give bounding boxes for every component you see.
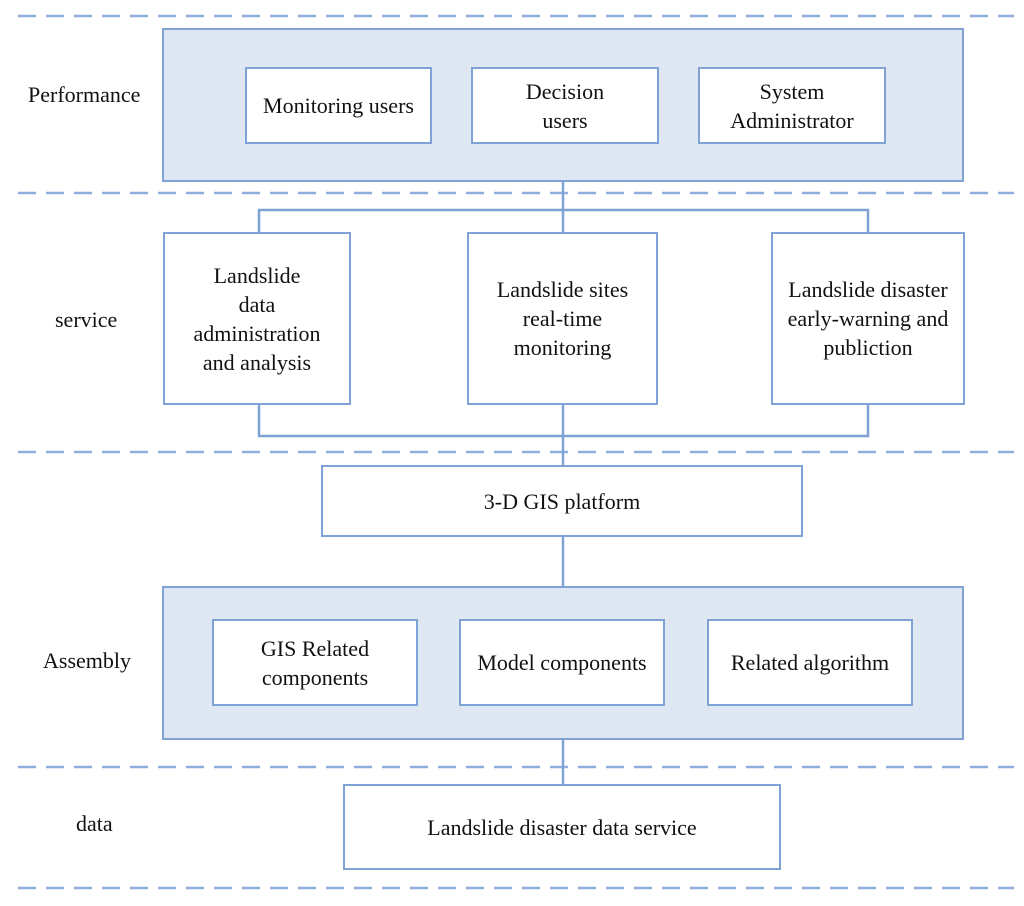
connector-service-top-bar — [257, 208, 870, 232]
connectors — [257, 182, 870, 784]
decision-users-box: Decision users — [471, 67, 659, 144]
data-service-box: Landslide disaster data service — [343, 784, 781, 870]
layer-label-performance: Performance — [28, 82, 141, 107]
data-administration-analysis-box: Landslide data administration and analys… — [163, 232, 351, 405]
layer-label-data: data — [76, 811, 113, 836]
layer-label-assembly: Assembly — [43, 648, 131, 673]
early-warning-box: Landslide disaster early-warning and pub… — [771, 232, 965, 405]
gis-related-components-box: GIS Related components — [212, 619, 418, 706]
real-time-monitoring-box: Landslide sites real-time monitoring — [467, 232, 658, 405]
layer-label-service: service — [55, 307, 118, 332]
gis-platform-box: 3-D GIS platform — [321, 465, 803, 537]
monitoring-users-box: Monitoring users — [245, 67, 432, 144]
related-algorithm-box: Related algorithm — [707, 619, 913, 706]
system-administrator-box: System Administrator — [698, 67, 886, 144]
model-components-box: Model components — [459, 619, 665, 706]
